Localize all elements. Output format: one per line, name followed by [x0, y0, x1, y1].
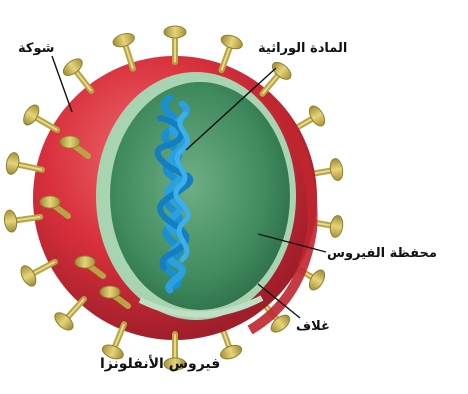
spike-icon	[293, 103, 328, 130]
spike-icon	[60, 56, 91, 91]
envelope-label: غلاف	[296, 320, 330, 333]
spike-icon	[18, 262, 55, 289]
spike-icon	[21, 102, 58, 130]
spike-icon	[219, 33, 244, 71]
spike-icon	[111, 31, 136, 69]
capsid-label: محفظة الفيروس	[327, 247, 437, 260]
diagram-caption: فيروس الأنفلونزا	[100, 357, 220, 371]
spike-icon	[52, 299, 84, 333]
capsid-interior	[110, 82, 290, 310]
genetic-material-label: المادة الوراثية	[258, 42, 347, 55]
spike-label: شوكة	[18, 42, 54, 55]
